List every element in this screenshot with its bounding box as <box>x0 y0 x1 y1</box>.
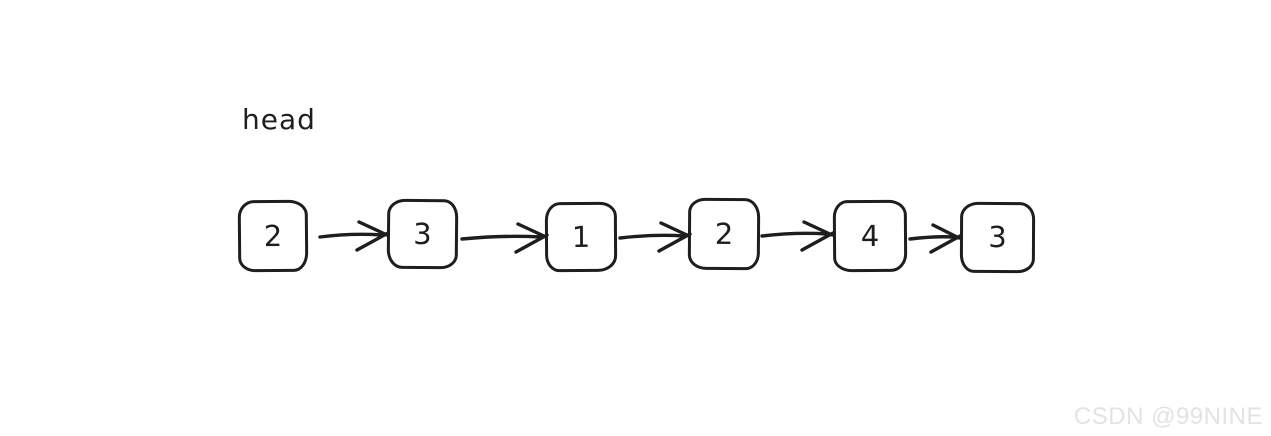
node-value: 1 <box>571 219 591 254</box>
node-value: 3 <box>988 219 1007 255</box>
next-pointer-arrow <box>460 222 549 254</box>
list-node-1: 2 <box>237 199 309 273</box>
node-value: 4 <box>860 218 880 253</box>
head-pointer-label: head <box>242 103 316 136</box>
watermark: CSDN @99NINE <box>1073 403 1263 430</box>
next-pointer-arrow <box>618 221 692 253</box>
next-pointer-arrow <box>760 220 835 252</box>
list-node-5: 4 <box>832 199 908 273</box>
node-value: 2 <box>263 218 283 253</box>
list-node-6: 3 <box>959 201 1036 274</box>
node-value: 3 <box>413 216 432 251</box>
next-pointer-arrow <box>908 223 962 254</box>
next-pointer-arrow <box>318 220 390 252</box>
list-node-2: 3 <box>386 198 459 270</box>
list-node-3: 1 <box>544 201 618 273</box>
node-value: 2 <box>714 216 734 251</box>
list-node-4: 2 <box>687 197 761 271</box>
